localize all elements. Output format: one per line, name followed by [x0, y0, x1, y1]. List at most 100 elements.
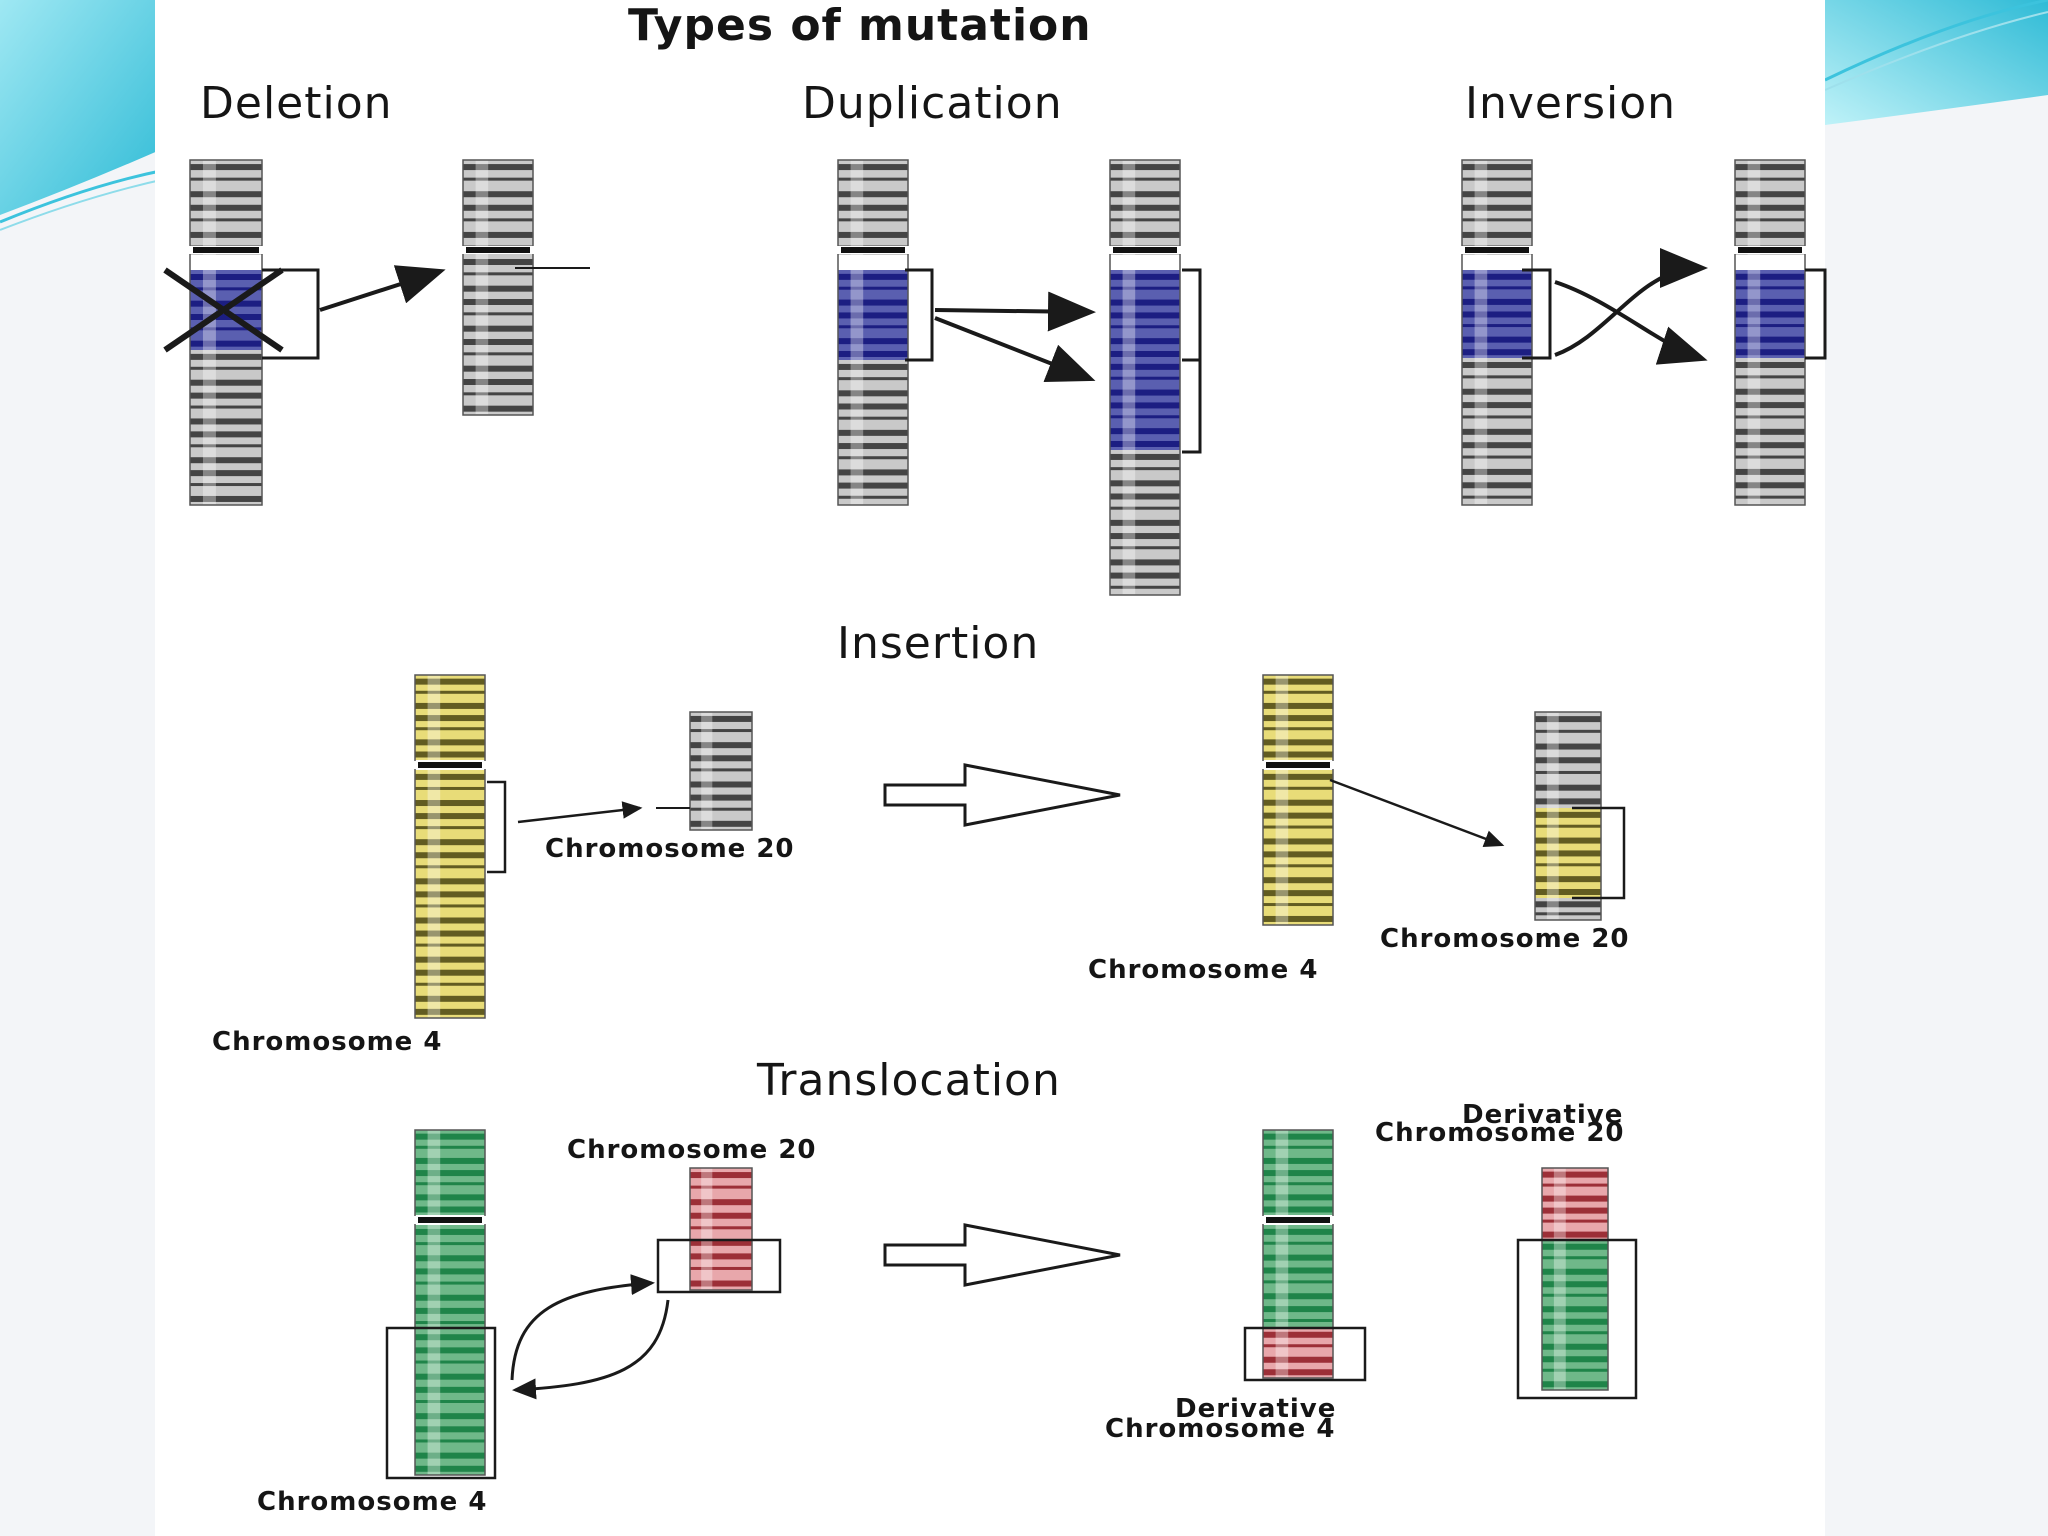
chromosome-band: [415, 1242, 485, 1246]
chromosome-band: [1110, 177, 1180, 181]
chromosome-band: [1263, 1306, 1333, 1313]
chromosome-outline: [1109, 159, 1181, 596]
chromosome-band: [1735, 218, 1805, 222]
chromosome-band: [690, 781, 752, 788]
duplication-original-chromosome: [836, 159, 910, 506]
chromosome-band: [838, 403, 908, 410]
duplication-arrow-1: [934, 291, 1096, 332]
chromosome-band: [415, 1206, 485, 1213]
chromosome-band: [1263, 1145, 1333, 1149]
translocation-box-chr4: [385, 1326, 497, 1480]
chromosome-band: [690, 1280, 752, 1287]
deletion-cross-stroke: [163, 267, 284, 353]
chromosome-band: [1542, 1343, 1608, 1350]
chromosome-band: [690, 1212, 752, 1219]
chromosome-band: [1735, 231, 1805, 238]
duplication-bracket-source: [905, 268, 934, 362]
chromosome-band: [1542, 1356, 1608, 1363]
chromosome-band: [190, 405, 262, 409]
chromosome-sheen: [475, 255, 489, 415]
diagram-title: Types of mutation: [628, 0, 1092, 51]
chromosome-band: [415, 715, 485, 722]
chromosome-band: [415, 1170, 485, 1177]
chromosome-centromere: [1465, 247, 1529, 253]
chromosome-band: [190, 164, 262, 171]
translocation-deriv20: [1541, 1167, 1609, 1391]
chromosome-centromere: [466, 247, 530, 253]
chromosome-segment: [1263, 1225, 1333, 1328]
chromosome-band: [690, 729, 752, 733]
chromosome-band: [415, 678, 485, 685]
chromosome-band: [1263, 1241, 1333, 1245]
duplication-bracket-copy-1: [1182, 268, 1202, 362]
chromosome-band: [415, 982, 485, 986]
chromosome-band: [1535, 743, 1601, 750]
chromosome-band: [1263, 1182, 1333, 1186]
deletion-original-chromosome: [188, 159, 264, 506]
chromosome-band: [1542, 1306, 1608, 1313]
chromosome-band: [415, 751, 485, 758]
chromosome-band: [190, 274, 262, 280]
chromosome-sheen: [1122, 360, 1136, 450]
label-insertion-chr20-right: Chromosome 20: [1380, 924, 1630, 954]
chromosome-outline: [1461, 159, 1533, 506]
chromosome-segment: [1542, 1240, 1608, 1390]
chromosome-band: [415, 800, 485, 807]
deletion-annotations: [163, 265, 590, 360]
chromosome-band: [415, 969, 485, 976]
chromosome-band: [415, 878, 485, 885]
chromosome-band: [1263, 751, 1333, 758]
insertion-bracket-result: [1572, 806, 1626, 900]
duplication-arrow-2: [934, 316, 1096, 383]
chromosome-outline: [1541, 1167, 1609, 1391]
chromosome-sheen: [202, 160, 216, 255]
translocation-box-deriv4: [1243, 1326, 1367, 1382]
chromosome-sheen: [1747, 160, 1761, 255]
chromosome-sheen: [701, 712, 713, 830]
chromosome-outline: [837, 159, 909, 506]
chromosome-sheen: [1275, 1328, 1289, 1378]
chromosome-band: [1110, 312, 1180, 319]
section-title-deletion: Deletion: [200, 78, 393, 129]
translocation-big-arrow: [883, 1223, 1121, 1287]
chromosome-band: [415, 1347, 485, 1354]
chromosome-band: [190, 314, 262, 320]
chromosome-band: [1535, 784, 1601, 791]
chromosome-band: [1110, 363, 1180, 370]
chromosome-band: [1110, 572, 1180, 579]
chromosome-band: [1462, 191, 1532, 198]
chromosome-band: [415, 956, 485, 963]
chromosome-band: [463, 325, 533, 332]
chromosome-band: [838, 351, 908, 357]
chromosome-band: [1462, 218, 1532, 222]
chromosome-sheen: [427, 1225, 441, 1475]
chromosome-band: [415, 1182, 485, 1186]
translocation-chr4-original: [413, 1129, 487, 1476]
chromosome-band: [1110, 389, 1180, 396]
chromosome-band: [1735, 164, 1805, 171]
chromosome-outline: [414, 674, 486, 1019]
chromosome-band: [1263, 799, 1333, 806]
chromosome-band: [1462, 455, 1532, 459]
chromosome-band: [1110, 286, 1180, 290]
chromosome-band: [690, 1266, 752, 1270]
translocation-deriv4: [1261, 1129, 1335, 1379]
chromosome-outline: [689, 1167, 753, 1291]
chromosome-segment: [190, 350, 262, 505]
chromosome-band: [190, 191, 262, 198]
chromosome-band: [838, 177, 908, 181]
chromosome-band: [1263, 864, 1333, 868]
chromosome-band: [1110, 559, 1180, 566]
chromosome-band: [463, 204, 533, 211]
chromosome-band: [463, 299, 533, 305]
chromosome-band: [190, 340, 262, 347]
chromosome-band: [1462, 204, 1532, 211]
chromosome-centromere: [1113, 247, 1177, 253]
chromosome-band: [1263, 1133, 1333, 1140]
chromosome-band: [415, 1133, 485, 1140]
chromosome-band: [1462, 468, 1532, 475]
chromosome-centromere: [1266, 1217, 1330, 1223]
chromosome-sheen: [1553, 1168, 1566, 1240]
chromosome-band: [415, 1281, 485, 1285]
chromosome-band: [838, 218, 908, 222]
